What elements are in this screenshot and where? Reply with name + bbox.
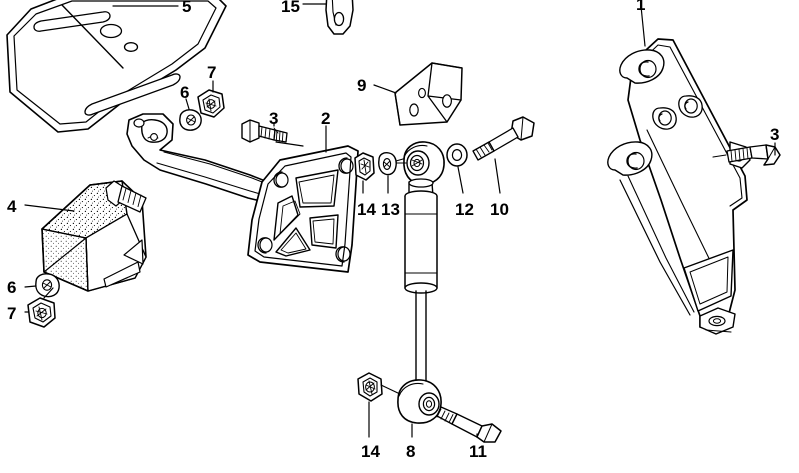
part-13-lock-washer	[378, 152, 411, 194]
callout-7-top: 7	[207, 63, 217, 82]
part-10-long-hex-bolt	[472, 116, 535, 194]
part-3-hex-bolt-left	[241, 119, 304, 147]
callout-5: 5	[182, 0, 192, 16]
part-15-retaining-tab	[302, 0, 354, 35]
part-6-lock-washer-bottom	[24, 273, 60, 298]
callout-14-lower: 14	[361, 442, 380, 461]
callout-4: 4	[7, 197, 17, 216]
callout-12: 12	[455, 200, 474, 219]
callout-3-right: 3	[770, 125, 780, 144]
part-3-hex-bolt-right	[712, 142, 781, 166]
part-14-hex-nut-lower	[357, 372, 401, 438]
part-12-flat-washer	[446, 143, 468, 194]
callout-7-bottom: 7	[7, 304, 17, 323]
part-4-rubber-engine-mount	[24, 180, 147, 292]
callout-14-upper: 14	[357, 200, 376, 219]
part-7-hex-nut-bottom	[24, 287, 56, 328]
part-7-hex-nut-top	[197, 80, 225, 118]
part-8-damper-upper-bushing	[395, 141, 445, 185]
callout-6-bottom: 6	[7, 278, 17, 297]
part-6-lock-washer-top	[179, 98, 202, 131]
callout-10: 10	[490, 200, 509, 219]
callout-6-top: 6	[180, 83, 190, 102]
callout-9: 9	[357, 76, 367, 95]
part-8-vibration-damper	[397, 178, 442, 438]
callout-11: 11	[469, 442, 487, 461]
part-11-hex-bolt-lower	[436, 406, 502, 443]
callout-3-left: 3	[269, 109, 279, 128]
callout-1: 1	[636, 0, 646, 14]
part-14-hex-nut-upper	[354, 152, 375, 194]
callout-13: 13	[381, 200, 400, 219]
callout-2: 2	[321, 109, 331, 128]
part-5-mounting-plate	[6, 0, 227, 133]
callout-8: 8	[406, 442, 416, 461]
part-9-angle-bracket	[373, 62, 463, 126]
part-1-large-support-bracket	[607, 5, 751, 335]
part-2-engine-support-arm	[126, 113, 359, 273]
callout-15: 15	[281, 0, 300, 16]
